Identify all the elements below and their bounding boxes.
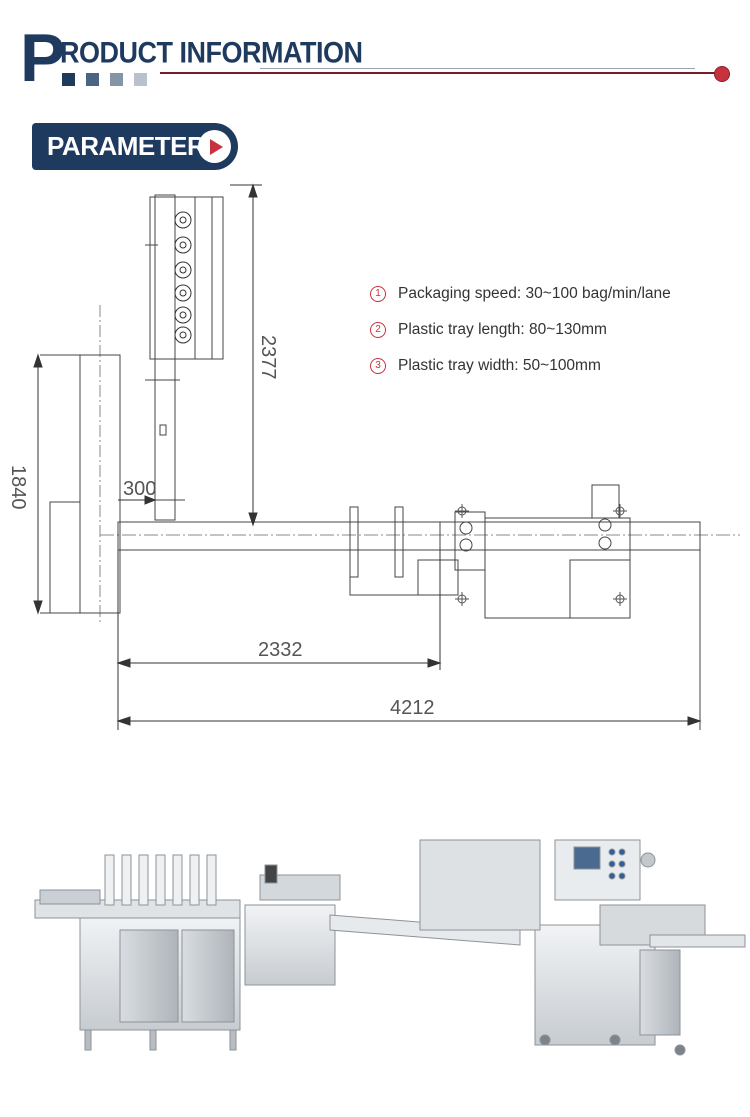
header-rule (160, 72, 718, 74)
spec-text: Packaging speed: 30~100 bag/min/lane (398, 285, 671, 302)
dimension-2377: 2377 (257, 335, 279, 380)
spec-text: Plastic tray length: 80~130mm (398, 321, 607, 338)
spec-number: 1 (370, 286, 386, 302)
parameter-label: PARAMETER (47, 131, 206, 161)
spec-item-speed: 1 Packaging speed: 30~100 bag/min/lane (370, 283, 671, 305)
header-rule-thin (260, 68, 695, 69)
header-big-letter: P (20, 20, 65, 96)
dimension-4212: 4212 (390, 697, 435, 719)
header-square-1 (62, 73, 75, 86)
spec-item-tray-width: 3 Plastic tray width: 50~100mm (370, 355, 671, 377)
dimension-300: 300 (123, 478, 156, 500)
header-square-4 (134, 73, 147, 86)
page-header: P RODUCT INFORMATION (0, 0, 750, 95)
dimension-2332: 2332 (258, 639, 303, 661)
spec-list: 1 Packaging speed: 30~100 bag/min/lane 2… (370, 283, 671, 391)
technical-drawing: 2377 1840 300 2332 4212 (7, 183, 740, 730)
header-title: RODUCT INFORMATION (60, 36, 363, 69)
header-dot-icon (714, 66, 730, 82)
parameter-badge: PARAMETER (32, 123, 238, 170)
dimension-1840: 1840 (7, 465, 29, 510)
header-square-2 (86, 73, 99, 86)
spec-number: 2 (370, 322, 386, 338)
header-square-3 (110, 73, 123, 86)
play-icon (198, 130, 231, 163)
spec-text: Plastic tray width: 50~100mm (398, 357, 601, 374)
spec-item-tray-length: 2 Plastic tray length: 80~130mm (370, 319, 671, 341)
machine-photo (34, 839, 746, 1056)
spec-number: 3 (370, 358, 386, 374)
